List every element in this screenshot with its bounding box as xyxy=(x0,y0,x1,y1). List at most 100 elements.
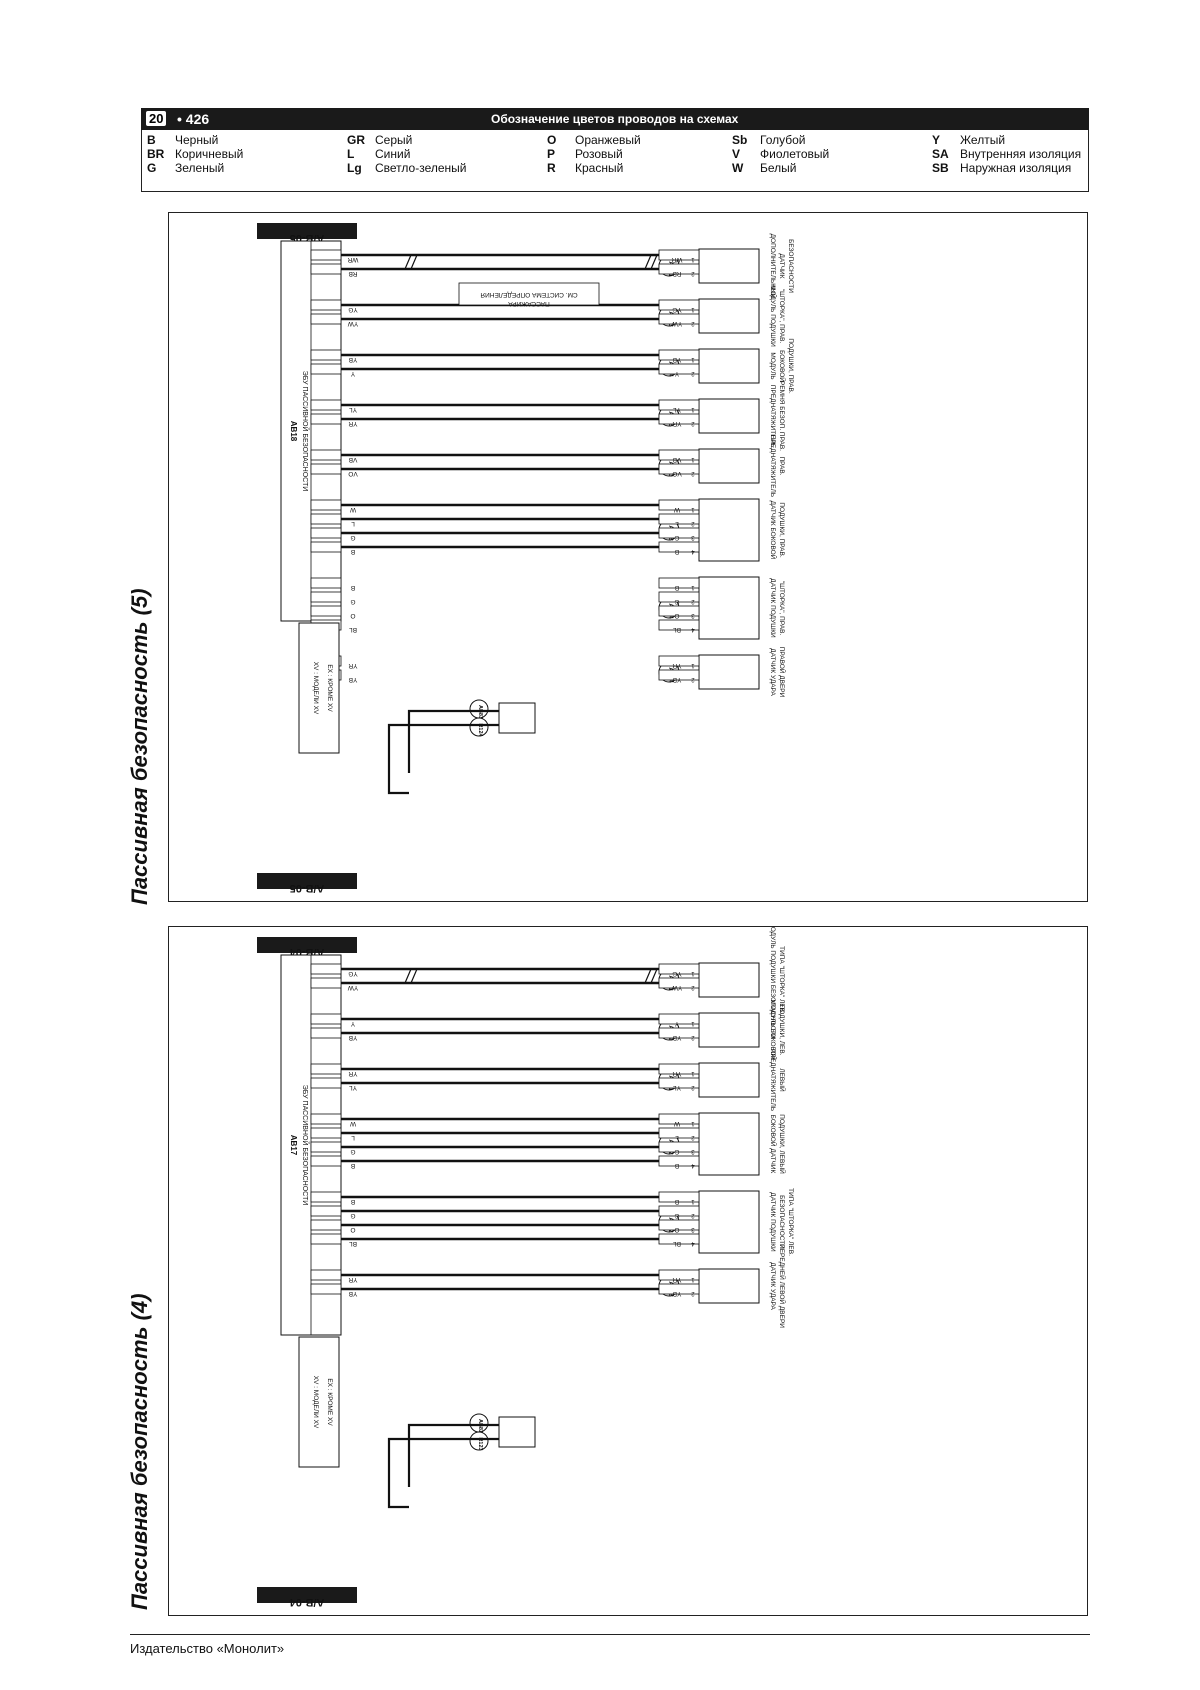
component-outline xyxy=(698,398,760,434)
models-note-box xyxy=(298,622,340,754)
wire-color-label: G xyxy=(674,598,679,605)
wire-color-label: O xyxy=(674,612,679,619)
component-outline xyxy=(698,448,760,484)
wire-pin-box xyxy=(658,1013,700,1025)
pin-number: 1 xyxy=(691,1120,695,1126)
component-name: "ШТОРКА", ПРАВ. xyxy=(778,289,785,344)
joint-code: R124 xyxy=(477,723,483,737)
models-note-line: EX : КРОМЕ XV xyxy=(326,664,333,712)
wire-pin-box xyxy=(658,669,700,681)
wire-color-label: YG xyxy=(672,970,681,977)
tag-label: A/B-05 xyxy=(290,882,325,894)
ecu-pin-box xyxy=(310,1191,342,1203)
pin-number: 1 xyxy=(691,662,695,668)
ecu-code: AB18 xyxy=(289,421,298,442)
pin-number: 3 xyxy=(691,1226,695,1232)
wire-pin-box xyxy=(658,1141,700,1153)
section-tag: A/B-05 xyxy=(257,873,357,894)
component-name: ПОДУШКИ, ЛЕВЫЙ xyxy=(778,1114,787,1174)
pin-number: 2 xyxy=(691,676,695,682)
component-outline xyxy=(698,654,760,690)
ecu-pin-box xyxy=(310,605,342,617)
ecu-wire-label: BL xyxy=(349,626,357,633)
pin-number: 1 xyxy=(691,1070,695,1076)
pin-number: 1 xyxy=(691,1276,695,1282)
component-name: ПРЕДНАТЯЖИТЕЛЬ xyxy=(769,1049,776,1111)
joint-wire xyxy=(387,709,499,795)
wire-pin-box xyxy=(658,591,700,603)
ecu-pin-box xyxy=(310,1077,342,1089)
ecu-wire-label: G xyxy=(350,1148,355,1155)
pin-number: 1 xyxy=(691,970,695,976)
header-title: Обозначение цветов проводов на схемах xyxy=(491,112,739,126)
pin-number: 1 xyxy=(691,306,695,312)
ecu-code: AB17 xyxy=(289,1135,298,1156)
component-name: БЕЗОПАСНОСТИ xyxy=(778,1195,785,1249)
wire-pin-box xyxy=(658,499,700,511)
component-name: ПРЕДНАТЯЖИТЕЛЬ xyxy=(769,385,776,447)
wire-break-mark xyxy=(404,968,418,984)
wire-color-label: Y xyxy=(674,1020,679,1027)
ecu-pin-box xyxy=(310,449,342,461)
pin-number: 1 xyxy=(691,1198,695,1204)
wire-pin-box xyxy=(658,1077,700,1089)
component-name: ДАТЧИК ПОДУШКИ xyxy=(769,578,776,638)
page-number: • 426 xyxy=(177,111,210,127)
component-name: ЛЕВЫЙ xyxy=(778,1068,787,1092)
component-name: ПЕРЕДНЕЙ ЛЕВОЙ ДВЕРИ xyxy=(778,1244,787,1328)
wire-color-label: B xyxy=(675,548,679,555)
component-name: ДАТЧИК УДАРА xyxy=(769,648,776,696)
component-name: ТИПА "ШТОРКА" ЛЕВ. xyxy=(787,1188,794,1256)
wire-color-label: W xyxy=(673,1120,680,1127)
component-name: ПОДУШКИ, ПРАВ. xyxy=(778,502,785,557)
component-name: РЕМНЯ БЕЗОП. ПРАВ. xyxy=(778,381,785,451)
wire-color-label: G xyxy=(674,534,679,541)
tag-background xyxy=(257,1587,357,1603)
ecu-pin-box xyxy=(310,1027,342,1039)
ecu-wire-label: W xyxy=(349,1120,356,1127)
wire-pin-box xyxy=(658,263,700,275)
component-outline xyxy=(698,962,760,998)
ecu-wire-label: YB xyxy=(349,1034,358,1041)
wire-pin-box xyxy=(658,577,700,589)
pin-number: 1 xyxy=(691,256,695,262)
wire-color-label: O xyxy=(674,1226,679,1233)
wire-break-mark xyxy=(644,254,658,270)
wire-pin-box xyxy=(658,249,700,261)
wire-color-label: VB xyxy=(673,456,682,463)
ecu-pin-box xyxy=(310,413,342,425)
models-note-line: XV : МОДЕЛИ XV xyxy=(312,1376,319,1429)
ecu-pin-box xyxy=(310,1113,342,1125)
ecu-pin-box xyxy=(310,313,342,325)
wire-color-label: G xyxy=(674,1212,679,1219)
component-outline xyxy=(698,1268,760,1304)
pin-number: 4 xyxy=(691,1162,695,1168)
wire-color-label: VO xyxy=(672,470,681,477)
component-name: ПОДУШКИ, ПРАВ. xyxy=(787,338,794,393)
pin-number: 2 xyxy=(691,984,695,990)
ecu-pin-box xyxy=(310,1205,342,1217)
wire-pin-box xyxy=(658,299,700,311)
wire-pin-box xyxy=(658,349,700,361)
footer-divider xyxy=(130,1634,1090,1635)
tag-background xyxy=(257,873,357,889)
pin-number: 2 xyxy=(691,1034,695,1040)
wire-color-label: BL xyxy=(673,626,681,633)
see-note-box xyxy=(458,282,600,306)
ecu-pin-box xyxy=(310,463,342,475)
ecu-wire-label: YR xyxy=(348,420,357,427)
ecu-pin-box xyxy=(310,963,342,975)
ecu-wire-label: B xyxy=(351,548,355,555)
component-name: МОДУЛЬ ПОДУШКИ xyxy=(769,285,776,347)
ecu-pin-box xyxy=(310,349,342,361)
component-name: БЕЗОПАСНОСТИ xyxy=(787,239,794,293)
component-name: ДАТЧИК ПОДУШКИ xyxy=(769,1192,776,1252)
models-note-line: EX : КРОМЕ XV xyxy=(326,1378,333,1426)
pin-number: 2 xyxy=(691,598,695,604)
